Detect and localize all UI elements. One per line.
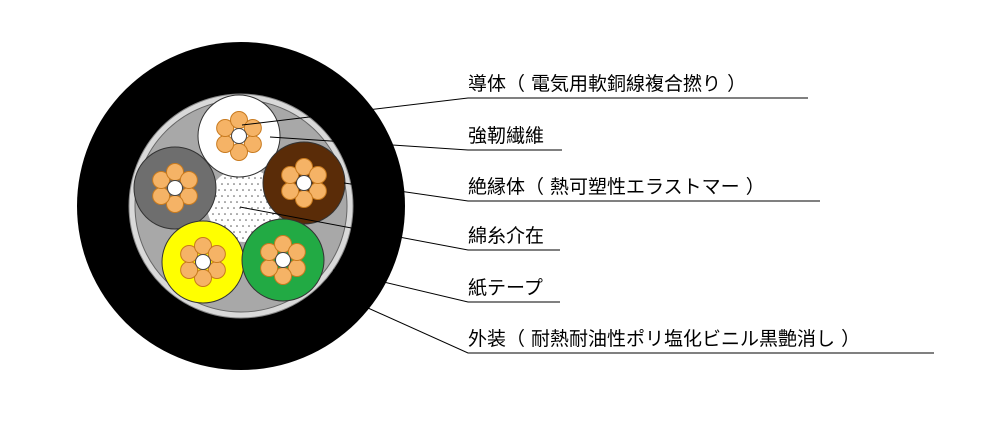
conductor-strand	[281, 182, 300, 200]
strength-fiber-center	[195, 254, 211, 270]
yellow-core	[161, 220, 245, 304]
labels: 導体（ 電気用軟銅線複合撚り ） 強靭繊維 絶縁体（ 熱可塑性エラストマー ） …	[468, 73, 860, 350]
leader-cotton-filler	[239, 206, 560, 251]
green-core	[241, 218, 325, 302]
strength-fiber-center	[275, 252, 291, 268]
conductor-strand	[207, 245, 226, 263]
conductor-strand	[152, 187, 171, 205]
conductor-strand	[180, 245, 199, 263]
conductor-strand	[260, 259, 279, 277]
conductor-strand	[243, 119, 262, 137]
brown-core	[262, 141, 346, 225]
strength-fiber-center	[231, 128, 247, 144]
leader-strength-fiber	[269, 136, 562, 151]
leader-sheath	[347, 298, 934, 354]
gray-core	[133, 146, 217, 230]
conductor-strand	[260, 243, 279, 261]
label-strength-fiber: 強靭繊維	[468, 125, 544, 147]
leader-conductor	[241, 97, 808, 126]
white-core	[197, 94, 281, 178]
strength-fiber-center	[296, 175, 312, 191]
label-conductor: 導体（ 電気用軟銅線複合撚り ）	[468, 73, 746, 95]
strength-fiber-center	[167, 180, 183, 196]
label-sheath: 外装（ 耐熱耐油性ポリ塩化ビニル黒艶消し ）	[468, 328, 860, 350]
conductor-strand	[180, 261, 199, 279]
conductor-strand	[308, 166, 327, 184]
conductor-strand	[152, 171, 171, 189]
label-paper-tape: 紙テープ	[468, 277, 543, 299]
leader-lines	[239, 97, 934, 354]
conductor-strand	[287, 243, 306, 261]
leader-insulation	[343, 182, 820, 202]
conductor-strand	[216, 119, 235, 137]
conductor-strand	[179, 171, 198, 189]
label-cotton-filler: 綿糸介在	[468, 225, 544, 247]
leader-paper-tape	[332, 269, 560, 303]
conductor-strand	[216, 135, 235, 153]
conductor-strand	[281, 166, 300, 184]
label-insulation: 絶縁体（ 熱可塑性エラストマー ）	[468, 176, 765, 198]
insulated-cores	[133, 94, 346, 304]
